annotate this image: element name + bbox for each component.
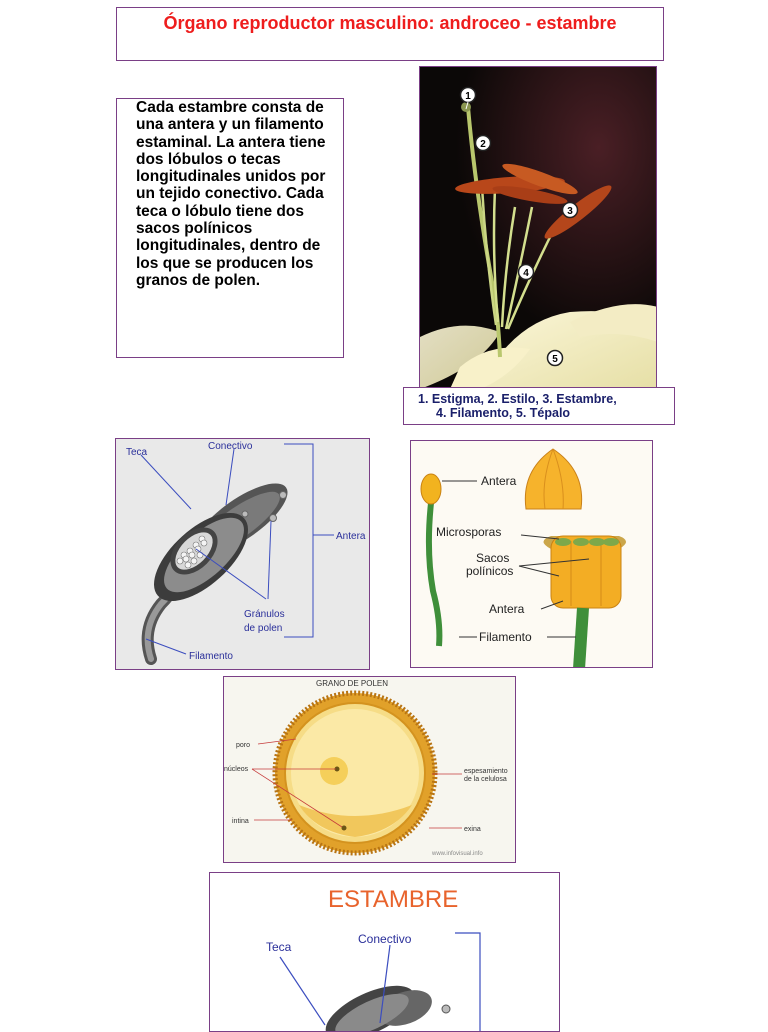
- pollen-title: GRANO DE POLEN: [316, 679, 388, 688]
- label-poro: poro: [236, 742, 250, 749]
- label-antera-top: Antera: [481, 474, 517, 488]
- label-granulos-1: Gránulos: [244, 609, 285, 620]
- label-antera-mid: Antera: [489, 602, 525, 616]
- page-title: Órgano reproductor masculino: androceo -…: [163, 13, 617, 33]
- label-filamento-2: Filamento: [479, 630, 532, 644]
- label-sacos-2: polínicos: [466, 564, 513, 578]
- estambre-label-teca: Teca: [266, 940, 292, 954]
- photo-caption-line1: 1. Estigma, 2. Estilo, 3. Estambre,: [418, 392, 617, 406]
- marker-3: 3: [567, 206, 573, 217]
- stamen-diagram-drawing: Antera Microsporas Sacos polínicos Anter…: [420, 448, 626, 667]
- label-sacos-1: Sacos: [476, 551, 509, 565]
- photo-caption-box: 1. Estigma, 2. Estilo, 3. Estambre, 4. F…: [403, 387, 675, 425]
- label-granulos-2: de polen: [244, 623, 282, 634]
- photo-markers: 1 2 3 4 5: [459, 86, 579, 367]
- photo-caption: 1. Estigma, 2. Estilo, 3. Estambre, 4. F…: [404, 388, 674, 420]
- marker-1: 1: [465, 91, 471, 102]
- label-exina: exina: [464, 826, 481, 833]
- label-filamento: Filamento: [189, 651, 233, 662]
- label-conectivo: Conectivo: [208, 441, 253, 452]
- label-nucleos: núcleos: [224, 766, 249, 773]
- lily-photo: 1 2 3 4 5: [419, 66, 657, 388]
- description-box: Cada estambre consta de una antera y un …: [116, 98, 344, 358]
- label-antera: Antera: [336, 531, 366, 542]
- label-microsporas: Microsporas: [436, 525, 501, 539]
- estambre-diagram: ESTAMBRE Teca Conectivo: [209, 872, 560, 1032]
- stamen-diagram: Antera Microsporas Sacos polínicos Anter…: [410, 440, 653, 668]
- marker-5: 5: [552, 354, 558, 365]
- label-teca: Teca: [126, 447, 148, 458]
- description-text: Cada estambre consta de una antera y un …: [136, 99, 326, 289]
- pollen-grain-drawing: GRANO DE POLEN poro núcleos intina espes…: [224, 679, 508, 857]
- marker-4: 4: [523, 268, 529, 279]
- anther-diagram: Teca Conectivo Antera Gránulos de polen …: [115, 438, 370, 670]
- label-intina: intina: [232, 818, 249, 825]
- estambre-label-conectivo: Conectivo: [358, 932, 412, 946]
- marker-2: 2: [480, 139, 486, 150]
- anther-diagram-drawing: Teca Conectivo Antera Gránulos de polen …: [126, 441, 366, 665]
- lily-photo-drawing: 1 2 3 4 5: [420, 67, 656, 387]
- photo-caption-line2: 4. Filamento, 5. Tépalo: [436, 406, 571, 420]
- watermark: www.infovisual.info: [431, 851, 483, 857]
- estambre-title: ESTAMBRE: [328, 886, 458, 913]
- label-espesamiento-2: de la celulosa: [464, 776, 507, 783]
- estambre-diagram-drawing: ESTAMBRE Teca Conectivo: [266, 886, 481, 1031]
- label-espesamiento-1: espesamiento: [464, 768, 508, 775]
- pollen-grain-diagram: GRANO DE POLEN poro núcleos intina espes…: [223, 676, 516, 863]
- title-box: Órgano reproductor masculino: androceo -…: [116, 7, 664, 61]
